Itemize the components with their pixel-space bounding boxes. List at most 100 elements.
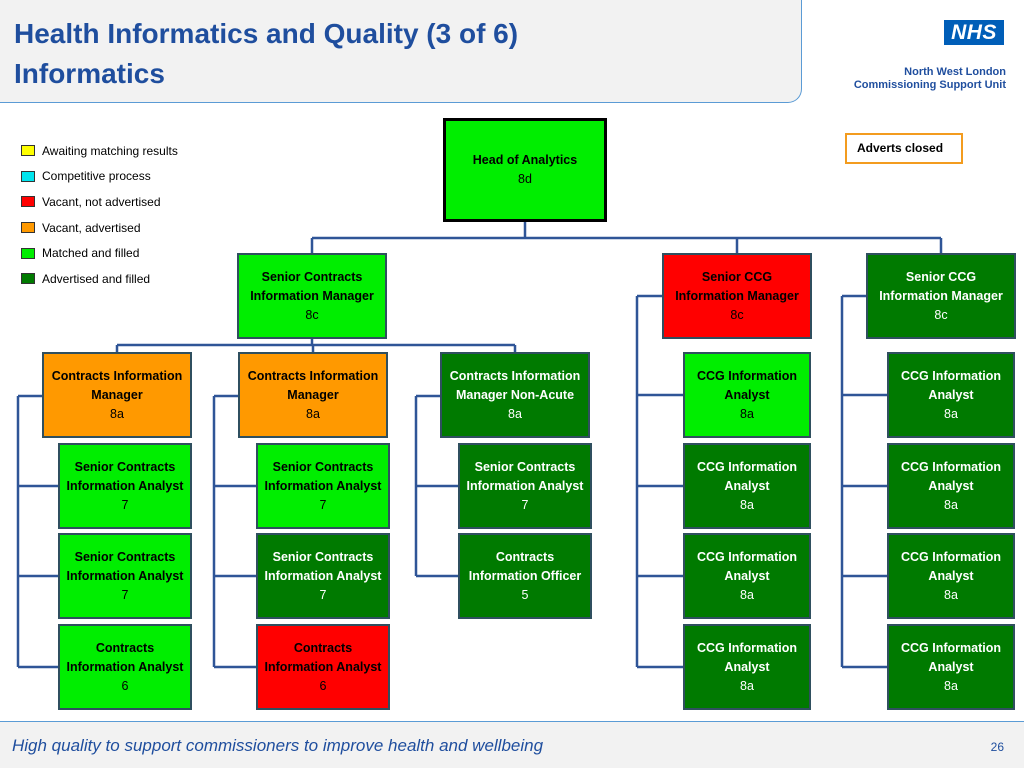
org-box-title: CCG Information Analyst bbox=[697, 368, 797, 402]
footer-divider bbox=[0, 721, 1024, 723]
org-box-title: Contracts Information Analyst bbox=[66, 640, 184, 674]
org-box: Senior Contracts Information Manager 8c bbox=[237, 253, 387, 339]
org-box-grade: 7 bbox=[319, 497, 327, 512]
org-box-grade: 8a bbox=[508, 406, 522, 421]
legend-swatch bbox=[21, 247, 35, 259]
header-band: Health Informatics and Quality (3 of 6) … bbox=[0, 0, 802, 103]
org-box-title: Senior CCG Information Manager bbox=[675, 269, 799, 303]
org-box-grade: 8a bbox=[944, 406, 958, 421]
org-box: Senior Contracts Information Analyst 7 bbox=[58, 533, 192, 619]
org-box-grade: 8a bbox=[944, 678, 958, 693]
org-box-grade: 8a bbox=[740, 587, 754, 602]
org-box-grade: 8a bbox=[944, 587, 958, 602]
org-box: CCG Information Analyst 8a bbox=[887, 352, 1015, 438]
org-box: Contracts Information Officer 5 bbox=[458, 533, 592, 619]
org-box-grade: 6 bbox=[319, 678, 327, 693]
org-box-title: Contracts Information Manager bbox=[51, 368, 183, 402]
legend-item: Competitive process bbox=[21, 164, 178, 190]
legend-item: Matched and filled bbox=[21, 240, 178, 266]
org-box-grade: 8a bbox=[740, 497, 754, 512]
org-box-grade: 8a bbox=[944, 497, 958, 512]
org-box: CCG Information Analyst 8a bbox=[887, 624, 1015, 710]
org-box: Senior Contracts Information Analyst 7 bbox=[256, 533, 390, 619]
org-box-title: CCG Information Analyst bbox=[901, 549, 1001, 583]
org-box-grade: 5 bbox=[521, 587, 529, 602]
adverts-closed-label: Adverts closed bbox=[845, 133, 963, 164]
org-box-grade: 8c bbox=[730, 307, 744, 322]
org-box-title: CCG Information Analyst bbox=[697, 549, 797, 583]
legend-label: Advertised and filled bbox=[42, 271, 151, 286]
org-box: Senior Contracts Information Analyst 7 bbox=[458, 443, 592, 529]
org-box: Senior Contracts Information Analyst 7 bbox=[58, 443, 192, 529]
org-box-title: Senior CCG Information Manager bbox=[879, 269, 1003, 303]
org-box-grade: 7 bbox=[121, 497, 129, 512]
org-box: CCG Information Analyst 8a bbox=[683, 533, 811, 619]
org-name-line-2: Commissioning Support Unit bbox=[853, 79, 1006, 91]
org-box: CCG Information Analyst 8a bbox=[683, 624, 811, 710]
legend-label: Competitive process bbox=[42, 169, 151, 184]
org-box-grade: 8a bbox=[110, 406, 124, 421]
org-box-grade: 8a bbox=[740, 678, 754, 693]
org-box-title: Senior Contracts Information Analyst bbox=[264, 549, 382, 583]
org-box-title: Senior Contracts Information Manager bbox=[250, 269, 374, 303]
legend-swatch bbox=[21, 222, 35, 234]
org-box: Contracts Information Manager 8a bbox=[42, 352, 192, 438]
legend-label: Matched and filled bbox=[42, 246, 140, 261]
legend-item: Awaiting matching results bbox=[21, 138, 178, 164]
legend-swatch bbox=[21, 196, 35, 208]
legend-swatch bbox=[21, 273, 35, 285]
org-box-title: Contracts Information Officer bbox=[468, 549, 582, 583]
legend-label: Vacant, advertised bbox=[42, 220, 141, 235]
page-title: Health Informatics and Quality (3 of 6) … bbox=[14, 14, 518, 94]
org-box: Senior Contracts Information Analyst 7 bbox=[256, 443, 390, 529]
page-number: 26 bbox=[990, 740, 1004, 754]
org-box-grade: 7 bbox=[121, 587, 129, 602]
org-box: CCG Information Analyst 8a bbox=[683, 443, 811, 529]
org-box-grade: 6 bbox=[121, 678, 129, 693]
title-line-2: Informatics bbox=[14, 58, 165, 89]
org-box: CCG Information Analyst 8a bbox=[887, 443, 1015, 529]
title-line-1: Health Informatics and Quality (3 of 6) bbox=[14, 18, 519, 49]
org-box-title: CCG Information Analyst bbox=[901, 459, 1001, 493]
org-box: Senior CCG Information Manager 8c bbox=[866, 253, 1016, 339]
org-name-line-1: North West London bbox=[904, 66, 1006, 78]
org-box-title: CCG Information Analyst bbox=[697, 459, 797, 493]
org-box-title: Senior Contracts Information Analyst bbox=[264, 459, 382, 493]
footer-tagline: High quality to support commissioners to… bbox=[12, 736, 544, 755]
org-box-title: CCG Information Analyst bbox=[901, 368, 1001, 402]
footer bbox=[0, 722, 1024, 768]
org-box-title: Contracts Information Manager Non-Acute bbox=[449, 368, 581, 402]
org-box-grade: 8c bbox=[934, 307, 948, 322]
org-box-title: Senior Contracts Information Analyst bbox=[66, 549, 184, 583]
legend-swatch bbox=[21, 145, 35, 157]
org-box-title: Contracts Information Analyst bbox=[264, 640, 382, 674]
org-box: CCG Information Analyst 8a bbox=[887, 533, 1015, 619]
nhs-logo: NHS bbox=[944, 20, 1004, 45]
org-box-grade: 7 bbox=[521, 497, 529, 512]
org-box-title: Senior Contracts Information Analyst bbox=[466, 459, 584, 493]
org-box-title: CCG Information Analyst bbox=[901, 640, 1001, 674]
org-box: Contracts Information Analyst 6 bbox=[256, 624, 390, 710]
org-box-grade: 8a bbox=[740, 406, 754, 421]
org-box: Contracts Information Manager Non-Acute 8… bbox=[440, 352, 590, 438]
legend-label: Vacant, not advertised bbox=[42, 194, 161, 209]
legend-swatch bbox=[21, 170, 35, 182]
legend-item: Vacant, advertised bbox=[21, 215, 178, 241]
org-box-title: Head of Analytics bbox=[472, 153, 578, 167]
org-box: CCG Information Analyst 8a bbox=[683, 352, 811, 438]
org-box-grade: 8c bbox=[305, 307, 319, 322]
org-box: Senior CCG Information Manager 8c bbox=[662, 253, 812, 339]
legend-item: Vacant, not advertised bbox=[21, 189, 178, 215]
org-box-grade: 8d bbox=[518, 172, 532, 186]
legend-label: Awaiting matching results bbox=[42, 143, 178, 158]
legend-item: Advertised and filled bbox=[21, 266, 178, 292]
org-box: Contracts Information Analyst 6 bbox=[58, 624, 192, 710]
org-box-grade: 7 bbox=[319, 587, 327, 602]
org-box-grade: 8a bbox=[306, 406, 320, 421]
org-box: Head of Analytics 8d bbox=[443, 118, 607, 222]
org-box-title: Senior Contracts Information Analyst bbox=[66, 459, 184, 493]
org-box-title: CCG Information Analyst bbox=[697, 640, 797, 674]
